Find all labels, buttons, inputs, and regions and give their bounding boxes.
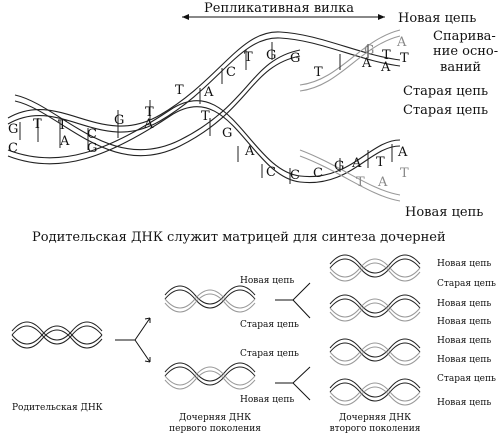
second-gen-chain-label: Старая цепь <box>437 374 496 384</box>
second-gen-helix-2 <box>329 294 421 322</box>
base-letter: T <box>314 65 323 80</box>
pairing-label-2: ние осно- <box>433 44 499 59</box>
second-gen-chain-label: Новая цепь <box>437 398 492 408</box>
base-letter: T <box>145 105 154 120</box>
base-rungs <box>19 42 393 184</box>
base-letter: A <box>352 156 362 171</box>
second-gen-chain-label: Новая цепь <box>437 355 492 365</box>
base-letter: A <box>144 117 154 132</box>
base-letter: A <box>60 134 70 149</box>
base-letter: T <box>58 118 67 133</box>
second-gen-chain-label: Новая цепь <box>437 259 492 269</box>
replication-fork-label: Репликативная вилка <box>204 1 354 16</box>
base-letter: G <box>87 141 98 156</box>
first-gen-chain-label: Старая цепь <box>240 320 299 330</box>
second-gen-chain-label: Новая цепь <box>437 299 492 309</box>
old-chain-label-1: Старая цепь <box>403 84 489 99</box>
pairing-label-1: Спарива- <box>433 29 496 44</box>
fork-arrow <box>182 14 385 20</box>
base-letter: A <box>245 144 255 159</box>
base-letter: A <box>378 175 388 190</box>
base-letter: G <box>8 122 19 137</box>
base-letter: T <box>382 48 391 63</box>
base-letter: T <box>175 83 184 98</box>
parent-dna <box>11 321 103 349</box>
base-letter: G <box>114 113 125 128</box>
second-gen-label-line-1: Дочерняя ДНК <box>338 413 412 423</box>
new-chain-bottom-label: Новая цепь <box>405 205 484 220</box>
diagram-caption: Родительская ДНК служит матрицей для син… <box>32 230 446 245</box>
first-gen-label-line-1: Дочерняя ДНК <box>178 413 252 423</box>
base-letter: C <box>226 65 236 80</box>
first-gen-label-line-2: первого поколения <box>169 424 261 434</box>
base-letter: G <box>290 51 301 66</box>
base-letter: C <box>8 141 18 156</box>
base-letter: C <box>313 166 323 181</box>
first-gen-chain-label: Новая цепь <box>240 276 295 286</box>
branch-arrows <box>115 282 311 401</box>
old-chain-label-2: Старая цепь <box>403 103 489 118</box>
first-gen-helix-1 <box>164 285 256 313</box>
base-letter: A <box>381 60 391 75</box>
second-gen-chain-label: Новая цепь <box>437 317 492 327</box>
new-chain-top-label: Новая цепь <box>398 11 477 26</box>
base-letter: A <box>362 56 372 71</box>
base-letter: G <box>222 126 233 141</box>
first-gen-chain-label: Старая цепь <box>240 349 299 359</box>
base-letter: T <box>33 117 42 132</box>
first-gen-label: Дочерняя ДНК первого поколения <box>165 413 265 435</box>
second-gen-label: Дочерняя ДНК второго поколения <box>325 413 425 435</box>
second-gen-helix-4 <box>329 378 421 406</box>
base-letter: T <box>201 109 210 124</box>
base-letter: T <box>400 166 409 181</box>
base-letter: A <box>204 85 214 100</box>
pairing-label-3: ваний <box>440 60 482 75</box>
second-gen-helix-3 <box>329 338 421 366</box>
first-gen-chain-label: Новая цепь <box>240 395 295 405</box>
second-gen-helix-1 <box>329 254 421 282</box>
parent-dna-label: Родительская ДНК <box>12 403 103 413</box>
second-gen-chain-label: Новая цепь <box>437 336 492 346</box>
second-gen-label-line-2: второго поколения <box>329 424 421 434</box>
first-gen-helix-2 <box>164 362 256 390</box>
base-letter: T <box>400 51 409 66</box>
base-letter: A <box>397 35 407 50</box>
base-letter: T <box>356 175 365 190</box>
base-letter: G <box>266 48 277 63</box>
base-letter: T <box>244 50 253 65</box>
base-letter: T <box>376 155 385 170</box>
base-letter: G <box>364 43 375 58</box>
main-helix <box>7 31 401 184</box>
second-gen-chain-label: Старая цепь <box>437 279 496 289</box>
base-letter: C <box>87 127 97 142</box>
base-letter: C <box>290 168 300 183</box>
base-letter: A <box>398 145 408 160</box>
base-letter: C <box>266 165 276 180</box>
new-strands <box>299 29 401 202</box>
base-letter: G <box>334 159 345 174</box>
